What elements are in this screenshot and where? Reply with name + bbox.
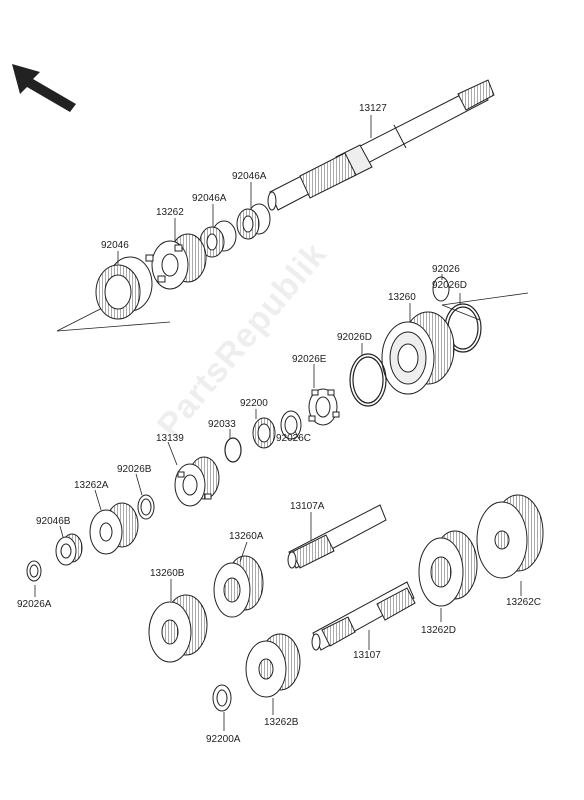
- gear-13262D: [418, 530, 478, 607]
- gear-13260A: [213, 555, 264, 618]
- shaft-13107A: [287, 504, 387, 569]
- bearing-92046A-mid: [199, 220, 237, 258]
- gear-13262B: [245, 633, 301, 698]
- label-92026: 92026: [432, 264, 460, 275]
- gear-13139: [174, 456, 220, 507]
- label-13262D: 13262D: [421, 625, 457, 636]
- bearing-92046B: [55, 533, 83, 566]
- label-13260A: 13260A: [229, 531, 264, 542]
- label-92046A-mid: 92046A: [192, 193, 227, 204]
- label-92046: 92046: [101, 240, 129, 251]
- washer-92200A: [212, 684, 232, 712]
- label-92200A: 92200A: [206, 734, 241, 745]
- label-13260B: 13260B: [150, 568, 185, 579]
- bearing-92046A-top: [236, 203, 271, 240]
- washer-92026C: [280, 410, 302, 440]
- label-13107A: 13107A: [290, 501, 325, 512]
- gear-13262C: [476, 494, 544, 579]
- label-92046B: 92046B: [36, 516, 71, 527]
- washer-92200: [252, 417, 276, 449]
- label-13262: 13262: [156, 207, 184, 218]
- bearing-92046: [95, 256, 153, 320]
- gear-13262: [145, 233, 207, 290]
- label-92026C: 92026C: [276, 433, 312, 444]
- label-92026D: 92026D: [337, 332, 373, 343]
- gear-13260B: [148, 594, 208, 663]
- label-92046A-top: 92046A: [232, 171, 267, 182]
- shaft-13127: [267, 79, 495, 211]
- label-13107: 13107: [353, 650, 381, 661]
- label-92033: 92033: [208, 419, 236, 430]
- label-13127: 13127: [359, 103, 387, 114]
- ring-92026D: [349, 353, 387, 407]
- front-arrow-icon: [12, 64, 76, 112]
- label-13262B: 13262B: [264, 717, 299, 728]
- washer-92026A: [26, 560, 42, 582]
- label-92026E: 92026E: [292, 354, 327, 365]
- shaft-13107: [311, 581, 416, 651]
- label-13139: 13139: [156, 433, 184, 444]
- label-92026B: 92026B: [117, 464, 152, 475]
- label-92200: 92200: [240, 398, 268, 409]
- circlip-92033: [224, 437, 242, 463]
- collar-92026E: [308, 388, 340, 426]
- label-13260: 13260: [388, 292, 416, 303]
- gear-13262A: [89, 502, 139, 555]
- washer-92026B: [137, 494, 155, 520]
- leader-lines: [34, 115, 522, 731]
- gear-13260: [381, 311, 455, 395]
- label-92026D-right: 92026D: [432, 280, 468, 291]
- label-13262C: 13262C: [506, 597, 542, 608]
- clip-92026: [432, 276, 450, 302]
- label-13262A: 13262A: [74, 480, 109, 491]
- label-92026A: 92026A: [17, 599, 52, 610]
